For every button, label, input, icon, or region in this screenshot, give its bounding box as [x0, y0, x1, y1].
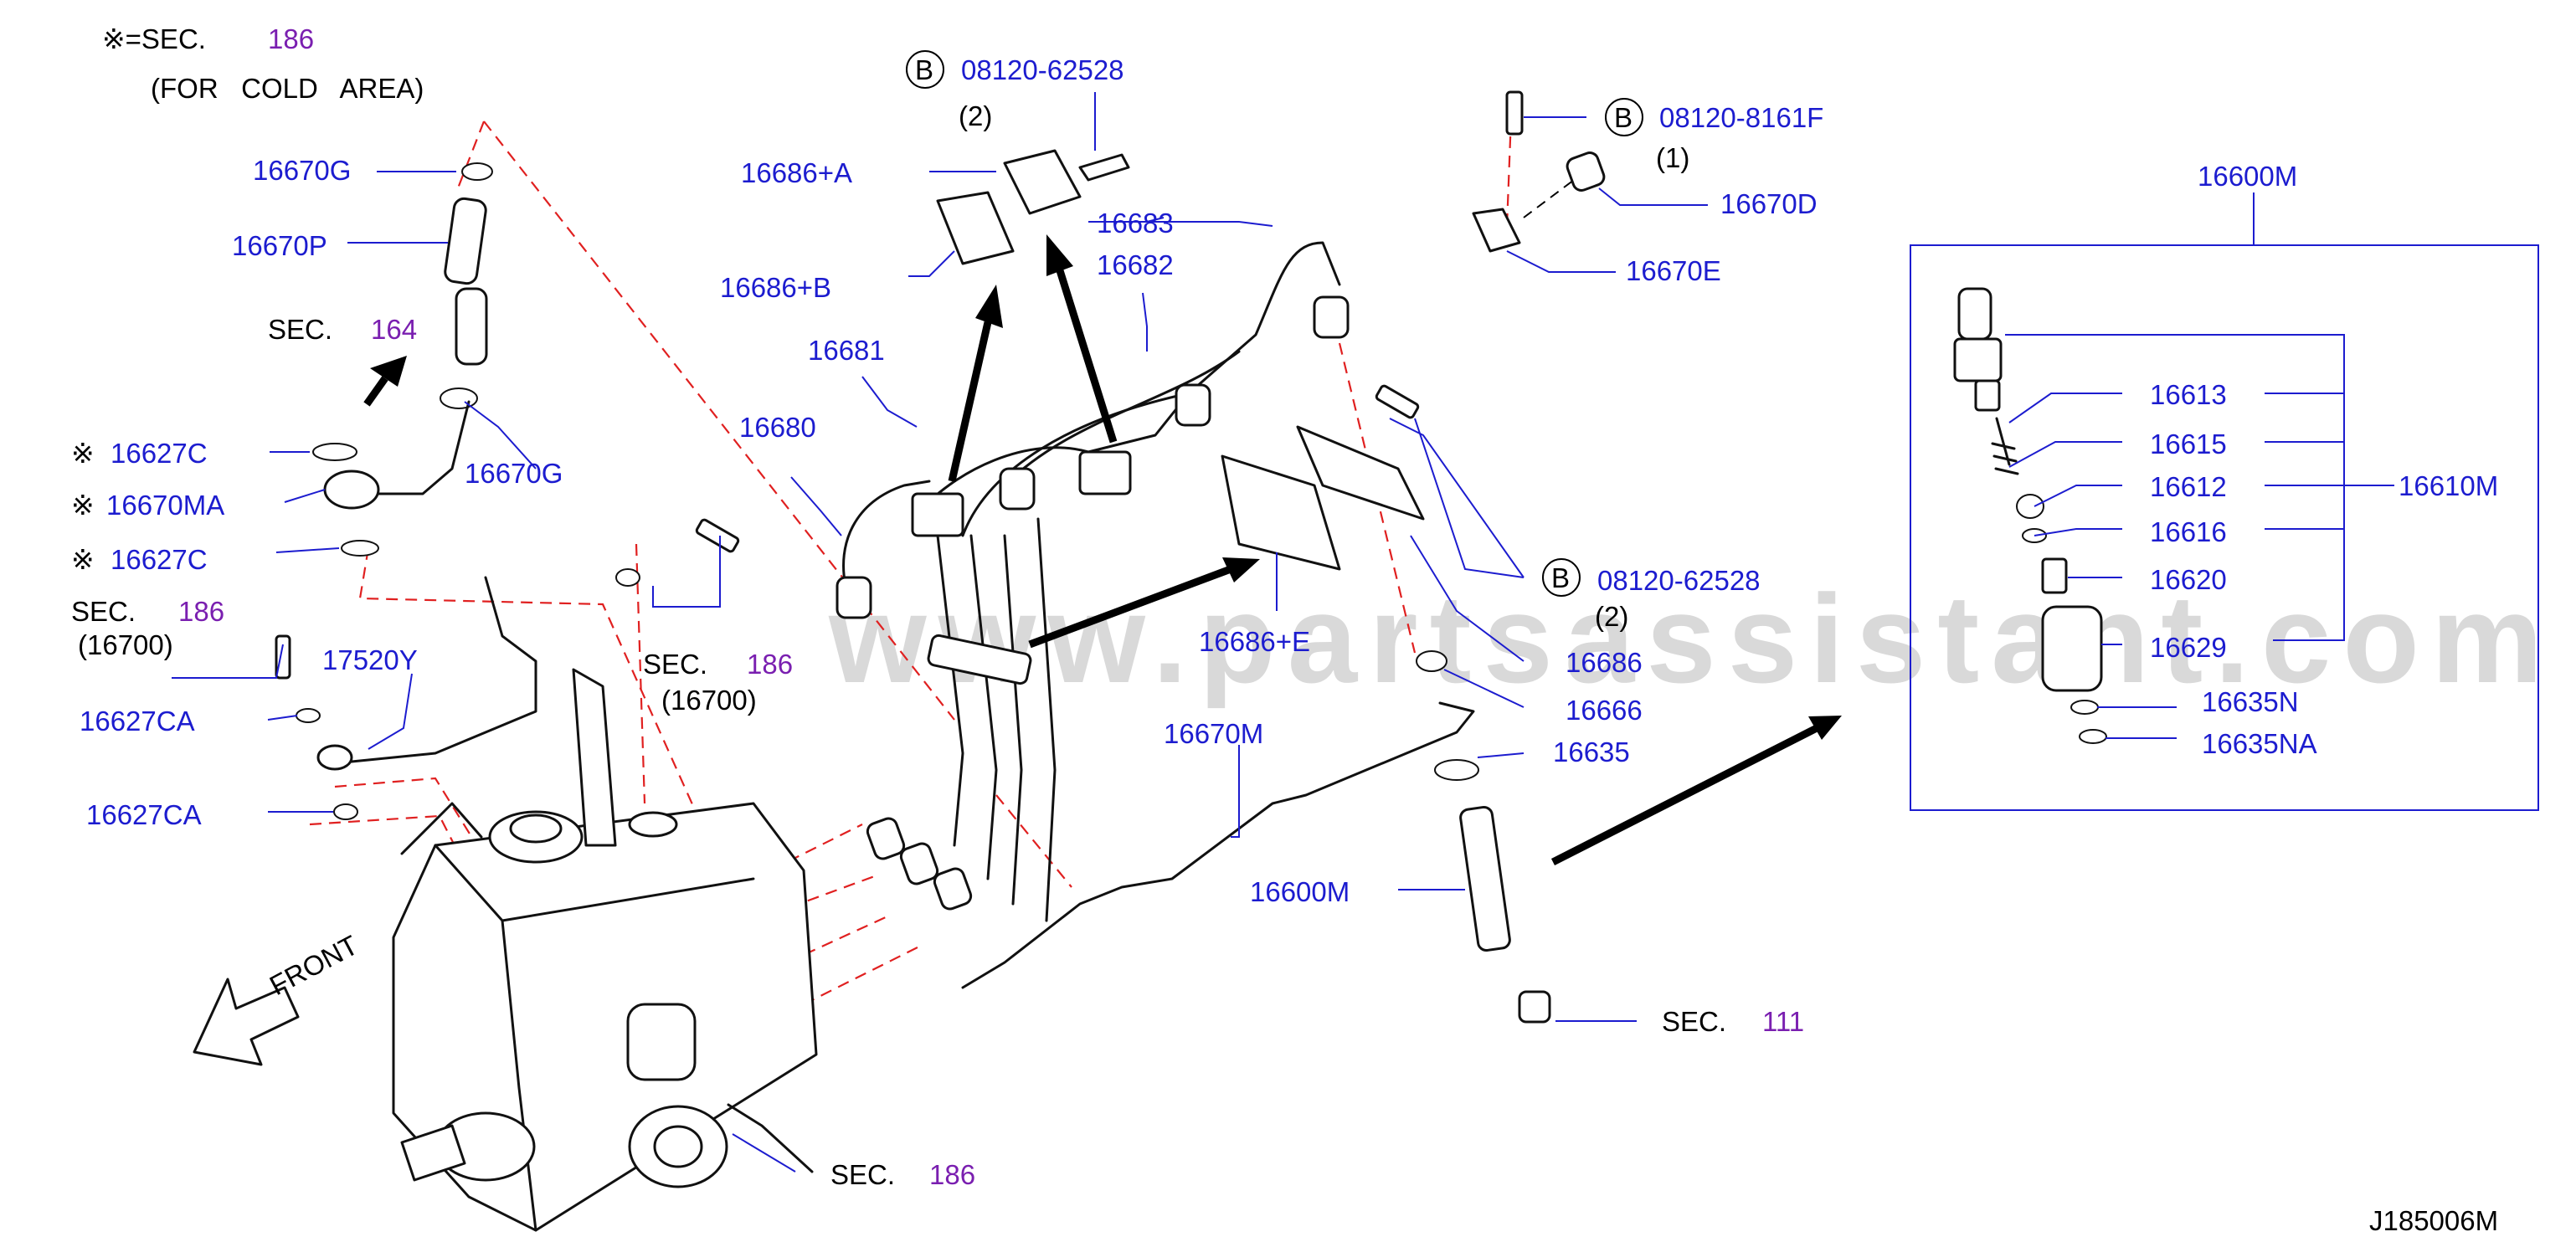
bolt-b-top: B — [915, 54, 933, 85]
label-16670D: 16670D — [1720, 188, 1818, 219]
label-16627CA-a: 16627CA — [80, 706, 195, 736]
label-16686-B: 16686+B — [720, 272, 831, 303]
bolt-qty-right-top: (1) — [1656, 142, 1689, 173]
label-16683: 16683 — [1097, 208, 1174, 239]
sec-word-186-left: SEC. — [71, 596, 136, 627]
label-16686: 16686 — [1566, 647, 1643, 678]
label-16681: 16681 — [808, 335, 885, 366]
sec-word-111: SEC. — [1662, 1006, 1726, 1037]
bolt-qty-right-mid: (2) — [1595, 601, 1628, 632]
label-16616: 16616 — [2150, 516, 2227, 547]
label-16627C-b: 16627C — [111, 544, 208, 575]
label-17520Y: 17520Y — [322, 644, 418, 675]
label-16615: 16615 — [2150, 429, 2227, 459]
label-16670M: 16670M — [1164, 718, 1263, 749]
front-indicator: FRONT — [193, 929, 363, 1066]
injection-pipes — [836, 241, 1350, 922]
front-label: FRONT — [265, 929, 363, 1001]
cold-mark-3: ※ — [71, 544, 95, 575]
sec-164: 164 — [371, 314, 417, 345]
label-16629: 16629 — [2150, 632, 2227, 663]
sec-word-186-bottom: SEC. — [830, 1159, 895, 1190]
bolt-symbols: B B B — [906, 50, 1643, 597]
label-16670G-bottom: 16670G — [465, 458, 563, 489]
label-16610M: 16610M — [2399, 470, 2498, 501]
legend-sec-number: 186 — [268, 23, 314, 54]
cold-mark-2: ※ — [71, 490, 95, 521]
label-16670G-top: 16670G — [253, 155, 351, 186]
diagram-id: J185006M — [2369, 1205, 2498, 1236]
bolt-b-right-top: B — [1614, 102, 1632, 133]
bolt-number-right-top: 08120-8161F — [1659, 102, 1823, 133]
label-16670MA: 16670MA — [106, 490, 224, 521]
label-16682: 16682 — [1097, 249, 1174, 280]
label-16670P: 16670P — [232, 230, 327, 261]
sec-186-mid: 186 — [747, 649, 793, 680]
label-16612: 16612 — [2150, 471, 2227, 502]
clamps — [936, 149, 1425, 571]
label-16666: 16666 — [1566, 695, 1643, 726]
label-16686-E: 16686+E — [1199, 626, 1310, 657]
label-16686-A: 16686+A — [741, 157, 852, 188]
bolt-qty-top: (2) — [959, 100, 992, 131]
label-16613: 16613 — [2150, 379, 2227, 410]
sec-186-mid-sub: (16700) — [661, 685, 757, 716]
nozzle-detail-box — [1910, 192, 2539, 811]
leak-off-parts — [275, 162, 740, 820]
section-references: SEC. 164 SEC. 186 (16700) SEC. 186 (1670… — [71, 314, 1804, 1190]
legend-note: (FOR COLD AREA) — [151, 73, 424, 104]
bolt-number-right-mid: 08120-62528 — [1597, 565, 1761, 596]
bolt-number-top: 08120-62528 — [961, 54, 1124, 85]
injection-pump — [392, 668, 818, 1232]
label-16627CA-b: 16627CA — [86, 799, 202, 830]
part-labels: 16670G 16670P 16670G ※ 16627C ※ 16670MA … — [71, 155, 2498, 907]
sec-word-186-mid: SEC. — [643, 649, 707, 680]
legend: ※=SEC. 186 (FOR COLD AREA) — [102, 23, 424, 104]
sec-word-164: SEC. — [268, 314, 332, 345]
label-16635N: 16635N — [2202, 686, 2299, 717]
label-16680: 16680 — [739, 412, 816, 443]
sec-186-bottom: 186 — [929, 1159, 975, 1190]
leader-lines — [172, 92, 1708, 1173]
bolt-b-right-mid: B — [1551, 562, 1570, 593]
sec-186-left: 186 — [178, 596, 224, 627]
label-16620: 16620 — [2150, 564, 2227, 595]
label-16600M-main: 16600M — [1250, 876, 1350, 907]
bolt-labels: 08120-62528 (2) 08120-8161F (1) 08120-62… — [959, 54, 1823, 632]
legend-symbol: ※=SEC. — [102, 23, 206, 54]
right-parts — [961, 90, 1606, 1024]
label-16670E: 16670E — [1626, 255, 1721, 286]
label-16635: 16635 — [1553, 736, 1630, 767]
cold-mark-1: ※ — [71, 438, 95, 469]
watermark: www.partsassistant.com — [828, 568, 2554, 709]
sec-186-left-sub: (16700) — [78, 629, 173, 660]
sec-111: 111 — [1762, 1006, 1804, 1037]
direction-arrows — [363, 234, 1842, 866]
label-16627C-a: 16627C — [111, 438, 208, 469]
label-16635NA: 16635NA — [2202, 728, 2317, 759]
label-16600M-box: 16600M — [2198, 161, 2297, 192]
